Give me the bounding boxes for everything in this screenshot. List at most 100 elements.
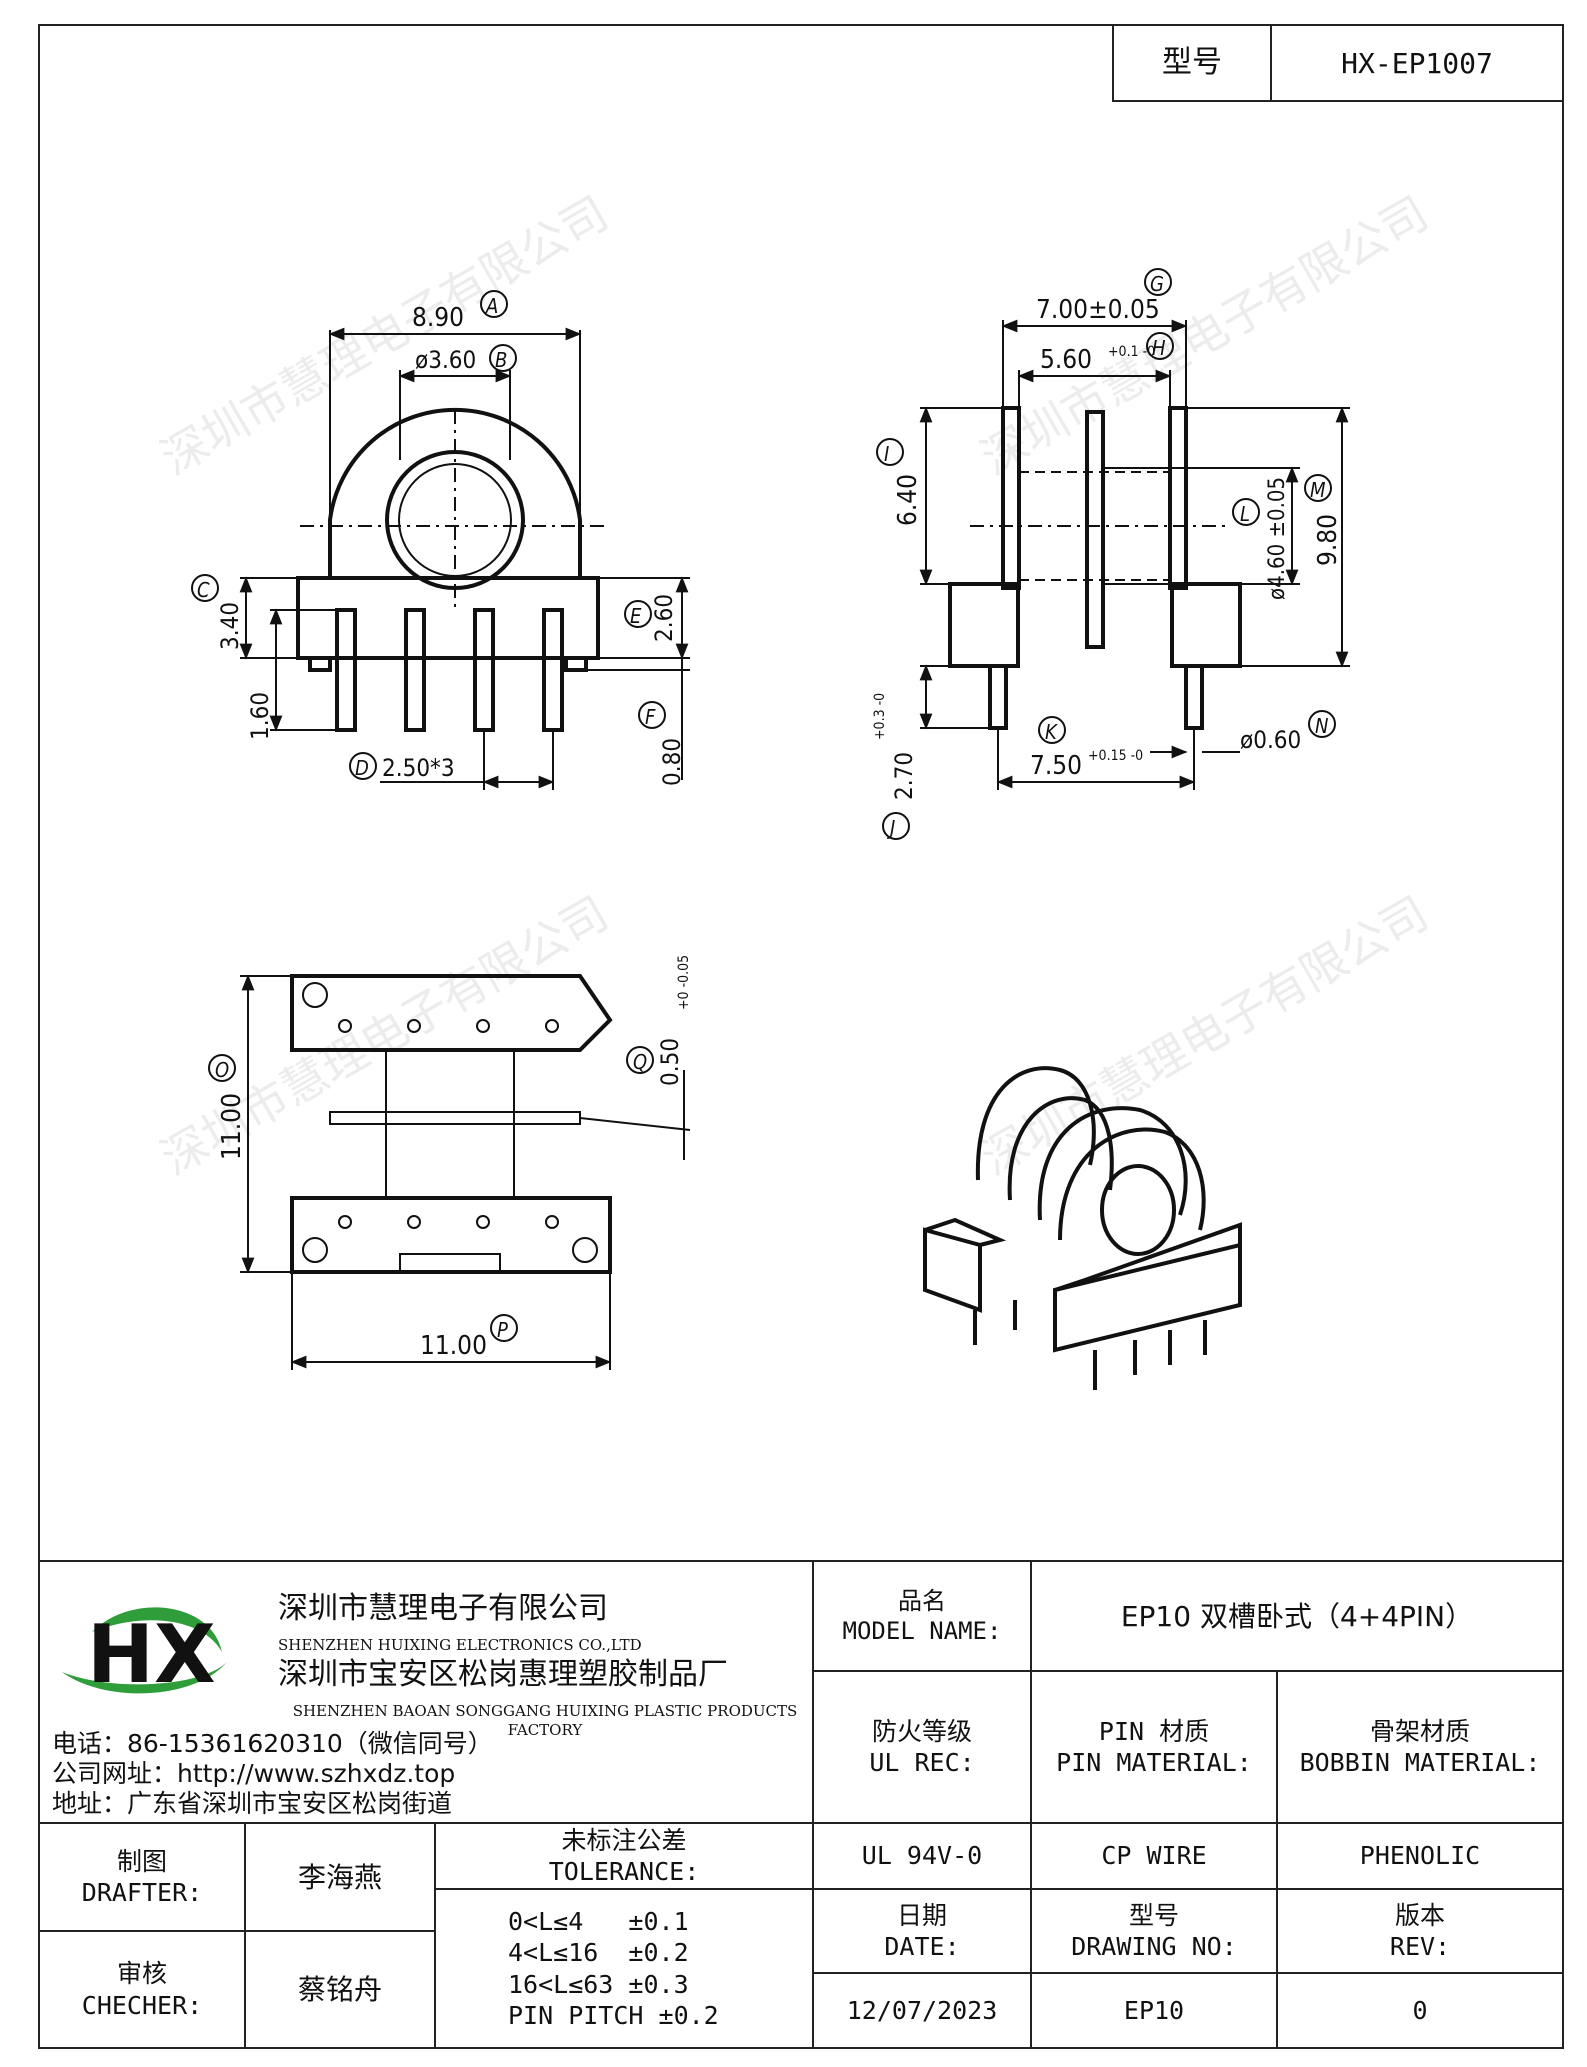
dim-B-tag: B xyxy=(495,348,507,372)
drafter-label-en: DRAFTER: xyxy=(81,1878,203,1907)
dim-K-tol: +0.15 -0 xyxy=(1088,748,1143,764)
dim-N-tag: N xyxy=(1315,714,1328,738)
dim-H-tol: +0.1 -0 xyxy=(1108,344,1155,360)
dim-F-tag: F xyxy=(645,705,656,729)
dim-F-value: 0.80 xyxy=(658,738,686,786)
dim-M-tag: M xyxy=(1310,478,1326,502)
dim-Q-value: 0.50 xyxy=(656,1038,684,1086)
dim-L-value: ø4.60 ±0.05 xyxy=(1265,477,1290,600)
company-website: 公司网址：http://www.szhxdz.top xyxy=(52,1759,456,1788)
dim-P-value: 11.00 xyxy=(420,1331,487,1361)
pin-label-en: PIN MATERIAL: xyxy=(1056,1748,1252,1777)
logo-text: HX xyxy=(87,1608,216,1701)
header-model-label: 型号 xyxy=(1112,24,1272,102)
ul-value: UL 94V-0 xyxy=(812,1822,1032,1890)
model-name-label-cn: 品名 xyxy=(898,1587,946,1615)
company-address: 地址：广东省深圳市宝安区松岗街道 xyxy=(52,1789,453,1818)
date-label: 日期 DATE: xyxy=(812,1888,1032,1974)
rev-label-cn: 版本 xyxy=(1394,1900,1445,1930)
dim-J-tag: J xyxy=(887,816,895,840)
dim-I-value: 6.40 xyxy=(893,474,923,526)
dim-N-value: ø0.60 xyxy=(1240,726,1301,754)
dim-E-value: 2.60 xyxy=(650,594,678,642)
company-block: HX 深圳市慧理电子有限公司 SHENZHEN HUIXING ELECTRON… xyxy=(38,1560,812,1822)
tolerance-label: 未标注公差 TOLERANCE: xyxy=(434,1822,814,1890)
front-view: 8.90 A ø3.60 B 3.40 C 1.60 D 2.50*3 2.60… xyxy=(191,290,690,790)
checker-label: 审核 CHECHER: xyxy=(38,1930,246,2049)
dim-A-tag: A xyxy=(485,294,498,318)
checker-label-cn: 审核 xyxy=(116,1959,167,1989)
dim-A-value: 8.90 xyxy=(412,303,464,333)
company-phone: 电话：86-15361620310（微信同号） xyxy=(52,1729,493,1758)
tolerance-item: 4<L≤16 ±0.2 xyxy=(508,1938,689,1968)
model-name-label: 品名 MODEL NAME: xyxy=(812,1560,1032,1672)
factory-name-en: SHENZHEN BAOAN SONGGANG HUIXING PLASTIC … xyxy=(292,1702,798,1739)
model-name-value: EP10 双槽卧式（4+4PIN） xyxy=(1030,1560,1564,1672)
checker-value: 蔡铭舟 xyxy=(244,1930,436,2049)
factory-name-cn: 深圳市宝安区松岗惠理塑胶制品厂 xyxy=(278,1657,728,1692)
dim-L-tag: L xyxy=(1240,502,1250,526)
dim-B-value: ø3.60 xyxy=(415,346,476,374)
pin-value: CP WIRE xyxy=(1030,1822,1278,1890)
drafter-value: 李海燕 xyxy=(244,1822,436,1932)
drafter-label: 制图 DRAFTER: xyxy=(38,1822,246,1932)
model-name-label-en: MODEL NAME: xyxy=(842,1617,1002,1645)
ul-label-en: UL REC: xyxy=(869,1748,975,1777)
tolerance-list: 0<L≤4 ±0.1 4<L≤16 ±0.2 16<L≤63 ±0.3 PIN … xyxy=(434,1888,814,2049)
isometric-view xyxy=(923,1066,1242,1390)
date-label-cn: 日期 xyxy=(896,1900,947,1930)
dim-J-value: 2.70 xyxy=(890,752,918,800)
dim-J-tol: +0.3 -0 xyxy=(872,693,888,740)
bobbin-value: PHENOLIC xyxy=(1276,1822,1564,1890)
dim-D-tag: D xyxy=(355,756,369,780)
bobbin-label-en: BOBBIN MATERIAL: xyxy=(1299,1748,1541,1777)
dim-D-value: 2.50*3 xyxy=(382,754,455,782)
drawing-no-label: 型号 DRAWING NO: xyxy=(1030,1888,1278,1974)
pin-label-cn: PIN 材质 xyxy=(1098,1716,1210,1746)
company-logo: HX xyxy=(52,1592,242,1701)
dim-Q-tag: Q xyxy=(633,1050,647,1074)
drawing-no-value: EP10 xyxy=(1030,1972,1278,2049)
dim-O-tag: O xyxy=(215,1058,229,1082)
bobbin-label-cn: 骨架材质 xyxy=(1369,1716,1470,1746)
dim-I-tag: I xyxy=(884,442,889,466)
tolerance-label-cn: 未标注公差 xyxy=(561,1825,687,1855)
date-value: 12/07/2023 xyxy=(812,1972,1032,2049)
rev-label-en: REV: xyxy=(1389,1932,1451,1961)
pin-material-label: PIN 材质 PIN MATERIAL: xyxy=(1030,1670,1278,1824)
company-name-cn: 深圳市慧理电子有限公司 xyxy=(278,1591,608,1626)
dim-K-tag: K xyxy=(1045,720,1058,744)
dim-H-value: 5.60 xyxy=(1040,345,1092,375)
dim-pin-length: 1.60 xyxy=(246,692,274,740)
rev-label: 版本 REV: xyxy=(1276,1888,1564,1974)
dim-K-value: 7.50 xyxy=(1030,751,1082,781)
dim-Q-tol: +0 -0.05 xyxy=(676,955,692,1010)
rev-value: 0 xyxy=(1276,1972,1564,2049)
dim-O-value: 11.00 xyxy=(217,1093,247,1160)
checker-label-en: CHECHER: xyxy=(81,1990,203,2020)
drawing-label-en: DRAWING NO: xyxy=(1071,1932,1237,1961)
side-view: 7.00±0.05 G 5.60 +0.1 -0 H 6.40 I ø4.60 … xyxy=(872,268,1350,840)
dim-G-value: 7.00±0.05 xyxy=(1036,295,1160,325)
company-name-en: SHENZHEN HUIXING ELECTRONICS CO.,LTD xyxy=(278,1636,642,1654)
technical-drawing: 8.90 A ø3.60 B 3.40 C 1.60 D 2.50*3 2.60… xyxy=(191,268,1350,1390)
tolerance-item: 16<L≤63 ±0.3 xyxy=(508,1969,689,1999)
dim-M-value: 9.80 xyxy=(1313,514,1343,566)
tolerance-item: PIN PITCH ±0.2 xyxy=(508,2000,719,2030)
dim-C-value: 3.40 xyxy=(216,602,244,650)
ul-label: 防火等级 UL REC: xyxy=(812,1670,1032,1824)
dim-E-tag: E xyxy=(630,604,642,628)
dim-H-tag: H xyxy=(1152,336,1166,360)
drawing-label-cn: 型号 xyxy=(1128,1900,1179,1930)
dim-G-tag: G xyxy=(1150,272,1164,296)
tolerance-item: 0<L≤4 ±0.1 xyxy=(508,1907,689,1936)
date-label-en: DATE: xyxy=(884,1932,960,1961)
dim-P-tag: P xyxy=(497,1318,508,1342)
top-view: 11.00 O 11.00 P 0.50 +0 -0.05 Q xyxy=(208,955,692,1370)
ul-label-cn: 防火等级 xyxy=(871,1716,972,1746)
tolerance-label-en: TOLERANCE: xyxy=(548,1857,700,1886)
top-pins xyxy=(338,1019,559,1229)
drafter-label-cn: 制图 xyxy=(116,1846,167,1876)
header-model-value: HX-EP1007 xyxy=(1270,24,1564,102)
dim-C-tag: C xyxy=(197,578,210,602)
